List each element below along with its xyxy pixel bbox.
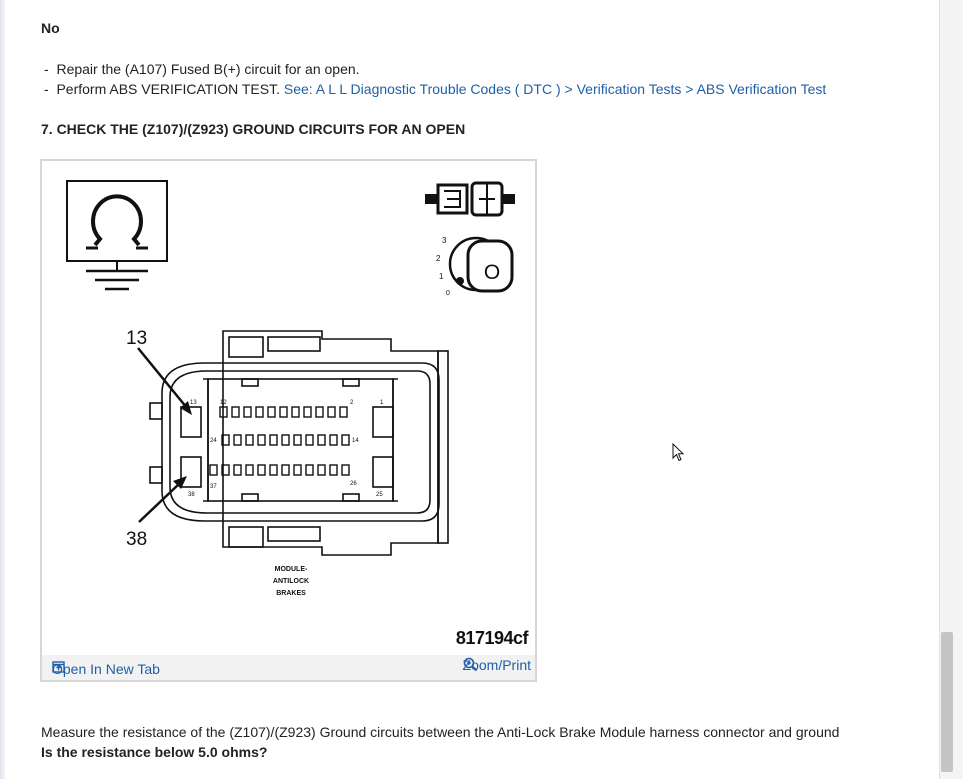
figure-code: 817194cf bbox=[455, 628, 529, 648]
zoom-print-label: Zoom/Print bbox=[462, 657, 531, 673]
answer-no-heading: No bbox=[41, 20, 60, 36]
connector-pin-cavity bbox=[269, 464, 278, 476]
module-label-line-2: ANTILOCK bbox=[273, 578, 309, 585]
section-heading: 7. CHECK THE (Z107)/(Z923) GROUND CIRCUI… bbox=[41, 121, 466, 137]
pin-label-37: 37 bbox=[210, 484, 217, 490]
connector-pin-cavity bbox=[245, 464, 254, 476]
left-gutter bbox=[0, 0, 5, 779]
connector-pin-cavity bbox=[209, 464, 218, 476]
pin-label-25: 25 bbox=[376, 492, 383, 498]
zoom-magnifier-icon bbox=[463, 657, 477, 672]
connector-pin-cavity bbox=[281, 464, 290, 476]
connector-pin-cavity bbox=[329, 434, 338, 446]
connector-pin-cavity bbox=[315, 406, 324, 418]
step-text: Repair the (A107) Fused B(+) circuit for… bbox=[56, 61, 360, 77]
callout-pin-13: 13 bbox=[126, 328, 147, 349]
ohmmeter-ground-icon bbox=[66, 180, 168, 291]
connector-pin-cavity bbox=[341, 434, 350, 446]
open-in-new-tab-label: Open In New Tab bbox=[52, 661, 160, 677]
connector-pin-cavity bbox=[339, 406, 348, 418]
pin-label-2: 2 bbox=[350, 400, 354, 406]
figure-footer: Open In New Tab Zoom/Print bbox=[42, 655, 535, 680]
connector-pin-cavity bbox=[255, 406, 264, 418]
ignition-key-label: O bbox=[484, 261, 500, 284]
open-in-new-tab-link[interactable]: Open In New Tab bbox=[52, 661, 160, 677]
connector-pin-cavity bbox=[257, 434, 266, 446]
abs-verification-link[interactable]: See: A L L Diagnostic Trouble Codes ( DT… bbox=[283, 81, 827, 97]
connector-diagram: 3 2 1 0 O 13 38 bbox=[66, 180, 515, 597]
module-label-line-1: MODULE- bbox=[275, 566, 308, 573]
module-label-line-3: BRAKES bbox=[276, 590, 306, 597]
step-text: Perform ABS VERIFICATION TEST. bbox=[56, 81, 280, 97]
connector-pin-cavity bbox=[317, 464, 326, 476]
pin-label-13: 13 bbox=[190, 400, 197, 406]
open-new-tab-icon bbox=[52, 661, 65, 673]
connector-pin-cavity bbox=[303, 406, 312, 418]
connector-pin-cavity bbox=[279, 406, 288, 418]
pin-label-38: 38 bbox=[188, 492, 195, 498]
connector-pin-cavity bbox=[257, 464, 266, 476]
step-item: - Perform ABS VERIFICATION TEST. See: A … bbox=[44, 80, 826, 98]
pin-label-1: 1 bbox=[380, 400, 384, 406]
pin-row-1 bbox=[219, 406, 348, 418]
diagram-figure: 3 2 1 0 O 13 38 bbox=[40, 159, 537, 682]
zoom-print-link[interactable]: Zoom/Print bbox=[463, 657, 531, 673]
connector-pin-cavity bbox=[243, 406, 252, 418]
pin-label-14: 14 bbox=[352, 438, 359, 444]
connector-pin-cavity bbox=[219, 406, 228, 418]
connector-pin-cavity bbox=[305, 434, 314, 446]
connector-pin-cavity bbox=[233, 434, 242, 446]
connector-pin-cavity bbox=[269, 434, 278, 446]
question-text: Is the resistance below 5.0 ohms? bbox=[41, 744, 268, 760]
ignition-position-3: 3 bbox=[442, 236, 447, 245]
mouse-pointer-icon bbox=[672, 443, 685, 462]
step-bullet: - bbox=[44, 61, 49, 77]
ignition-position-2: 2 bbox=[436, 254, 441, 263]
ignition-key-icon: 3 2 1 0 O bbox=[436, 236, 514, 297]
step-bullet: - bbox=[44, 81, 49, 97]
connector-pin-cavity bbox=[305, 464, 314, 476]
step-item: - Repair the (A107) Fused B(+) circuit f… bbox=[44, 60, 360, 78]
scrollbar-thumb[interactable] bbox=[941, 632, 953, 772]
connector-pin-cavity bbox=[341, 464, 350, 476]
ignition-position-0: 0 bbox=[446, 290, 450, 297]
ignition-position-1: 1 bbox=[439, 272, 444, 281]
connector-pin-cavity bbox=[281, 434, 290, 446]
pin-label-12: 12 bbox=[220, 400, 227, 406]
connector-pin-cavity bbox=[221, 434, 230, 446]
pin-row-2 bbox=[221, 434, 350, 446]
connector-pin-cavity bbox=[267, 406, 276, 418]
connector-pin-cavity bbox=[329, 464, 338, 476]
connector-pin-cavity bbox=[245, 434, 254, 446]
pin-label-24: 24 bbox=[210, 438, 217, 444]
abs-module-connector bbox=[149, 330, 449, 556]
callout-pin-38: 38 bbox=[126, 529, 147, 550]
instruction-text: Measure the resistance of the (Z107)/(Z9… bbox=[41, 724, 840, 740]
pin-row-3 bbox=[209, 464, 350, 476]
connector-pin-cavity bbox=[317, 434, 326, 446]
pin-label-26: 26 bbox=[350, 481, 357, 487]
disconnected-connector-icon bbox=[425, 181, 515, 217]
connector-pin-cavity bbox=[293, 464, 302, 476]
connector-pin-cavity bbox=[221, 464, 230, 476]
connector-pin-cavity bbox=[327, 406, 336, 418]
connector-pin-cavity bbox=[231, 406, 240, 418]
connector-pin-cavity bbox=[291, 406, 300, 418]
connector-pin-cavity bbox=[293, 434, 302, 446]
connector-pin-cavity bbox=[233, 464, 242, 476]
